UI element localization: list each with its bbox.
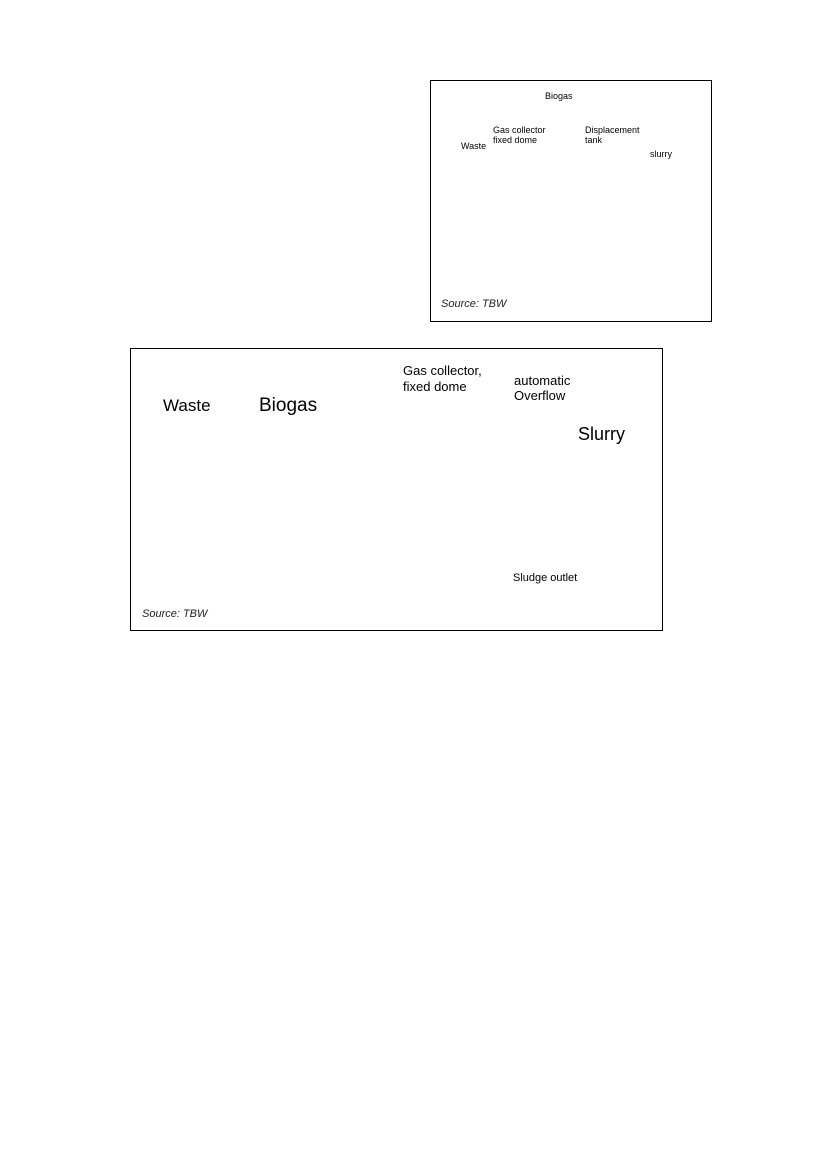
label-waste: Waste — [163, 396, 211, 415]
label-gas-collector: Gas collector — [493, 125, 546, 135]
label-displacement: Displacement — [585, 125, 640, 135]
label-overflow: Overflow — [514, 388, 566, 403]
label-sludge-outlet: Sludge outlet — [513, 572, 578, 584]
label-tank: tank — [585, 135, 603, 145]
label-automatic: automatic — [514, 373, 571, 388]
source-caption: Source: TBW — [441, 298, 507, 310]
label-gas-collector: Gas collector, — [403, 363, 482, 378]
label-slurry: Slurry — [578, 424, 626, 444]
label-slurry: slurry — [650, 149, 672, 159]
label-biogas: Biogas — [545, 91, 573, 101]
label-biogas: Biogas — [259, 395, 318, 416]
label-fixed-dome: fixed dome — [403, 379, 467, 394]
label-waste: Waste — [461, 141, 487, 151]
figure-bottom-frame — [130, 348, 663, 631]
source-caption: Source: TBW — [142, 608, 208, 620]
figure-top-frame — [430, 80, 712, 322]
label-fixed-dome: fixed dome — [493, 135, 538, 145]
